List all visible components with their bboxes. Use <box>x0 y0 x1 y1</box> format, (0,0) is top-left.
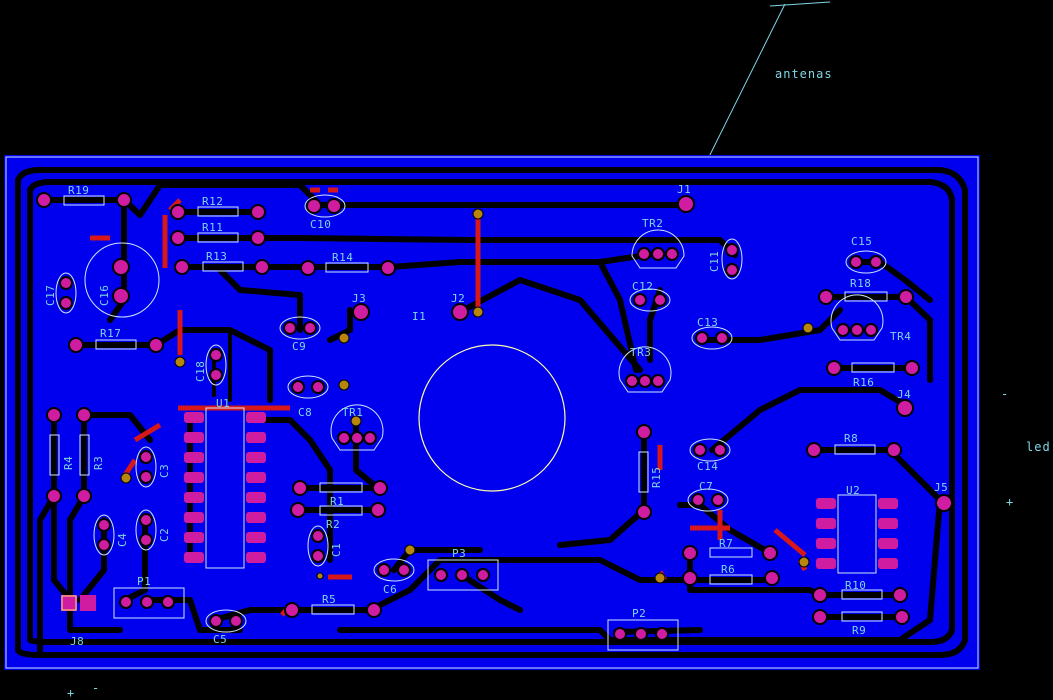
label-tr2: TR2 <box>642 217 663 230</box>
label-tr3: TR3 <box>630 346 651 359</box>
label-r1: R1 <box>330 495 344 508</box>
label-c1: C1 <box>330 543 343 557</box>
label-r3: R3 <box>92 456 105 470</box>
label-u2: U2 <box>846 484 860 497</box>
c16-outline <box>84 242 160 318</box>
label-j5: J5 <box>934 481 948 494</box>
antenna-label: antenas <box>775 67 833 81</box>
trace-network <box>37 182 943 653</box>
j8-pad-1 <box>61 595 77 611</box>
label-c7: C7 <box>699 480 713 493</box>
vias <box>120 208 814 584</box>
bottom-minus-label: - <box>92 681 100 695</box>
label-r19: R19 <box>68 184 89 197</box>
label-j4: J4 <box>897 388 911 401</box>
label-i1: I1 <box>412 310 426 323</box>
label-c18: C18 <box>194 361 207 382</box>
label-r11: R11 <box>202 221 223 234</box>
bottom-plus-label: + <box>67 686 75 700</box>
label-r7: R7 <box>719 537 733 550</box>
label-j2: J2 <box>451 292 465 305</box>
label-r8: R8 <box>844 432 858 445</box>
label-c8: C8 <box>298 406 312 419</box>
label-c11: C11 <box>708 251 721 272</box>
component-outlines <box>55 194 887 651</box>
u2-pads <box>816 498 898 569</box>
label-r15: R15 <box>650 467 663 488</box>
label-r2: R2 <box>326 518 340 531</box>
label-r13: R13 <box>206 250 227 263</box>
label-u1: U1 <box>216 397 230 410</box>
ground-isolation-inner <box>27 179 955 645</box>
j8-pad-marker <box>61 595 77 611</box>
label-p2: P2 <box>632 607 646 620</box>
ground-isolation-outer <box>15 167 968 658</box>
label-c13: C13 <box>697 316 718 329</box>
label-c15: C15 <box>851 235 872 248</box>
label-r9: R9 <box>852 624 866 637</box>
label-c4: C4 <box>116 533 129 547</box>
through-hole-pads <box>36 192 953 641</box>
label-r5: R5 <box>322 593 336 606</box>
label-r16: R16 <box>853 376 874 389</box>
board-edge <box>5 156 979 669</box>
u1-pads <box>184 412 266 563</box>
label-c16: C16 <box>98 285 111 306</box>
label-tr1: TR1 <box>342 406 363 419</box>
label-p3: P3 <box>452 547 466 560</box>
label-r12: R12 <box>202 195 223 208</box>
component-labels: R19 R12 R11 R13 R14 C10 J1 TR2 C11 C15 R… <box>44 183 948 648</box>
label-r6: R6 <box>721 563 735 576</box>
label-j8: J8 <box>70 635 84 648</box>
antenna-top-line <box>769 1 831 7</box>
label-r18: R18 <box>850 277 871 290</box>
label-c3: C3 <box>158 464 171 478</box>
label-r17: R17 <box>100 327 121 340</box>
label-c6: C6 <box>383 583 397 596</box>
label-r14: R14 <box>332 251 353 264</box>
led-minus-label: - <box>1001 387 1009 401</box>
label-r4: R4 <box>62 456 75 470</box>
label-c17: C17 <box>44 285 57 306</box>
label-c12: C12 <box>632 280 653 293</box>
led-plus-label: + <box>1006 495 1014 509</box>
led-label: led <box>1026 440 1051 454</box>
label-r10: R10 <box>845 579 866 592</box>
label-c2: C2 <box>158 528 171 542</box>
label-c10: C10 <box>310 218 331 231</box>
resistor-bodies <box>49 195 895 622</box>
label-j1: J1 <box>677 183 691 196</box>
label-j3: J3 <box>352 292 366 305</box>
top-layer-traces <box>90 187 808 617</box>
mounting-circle <box>418 344 566 492</box>
label-tr4: TR4 <box>890 330 911 343</box>
label-c14: C14 <box>697 460 718 473</box>
j8-pad-2 <box>80 595 96 611</box>
label-p1: P1 <box>137 575 151 588</box>
label-c9: C9 <box>292 340 306 353</box>
label-c5: C5 <box>213 633 227 646</box>
